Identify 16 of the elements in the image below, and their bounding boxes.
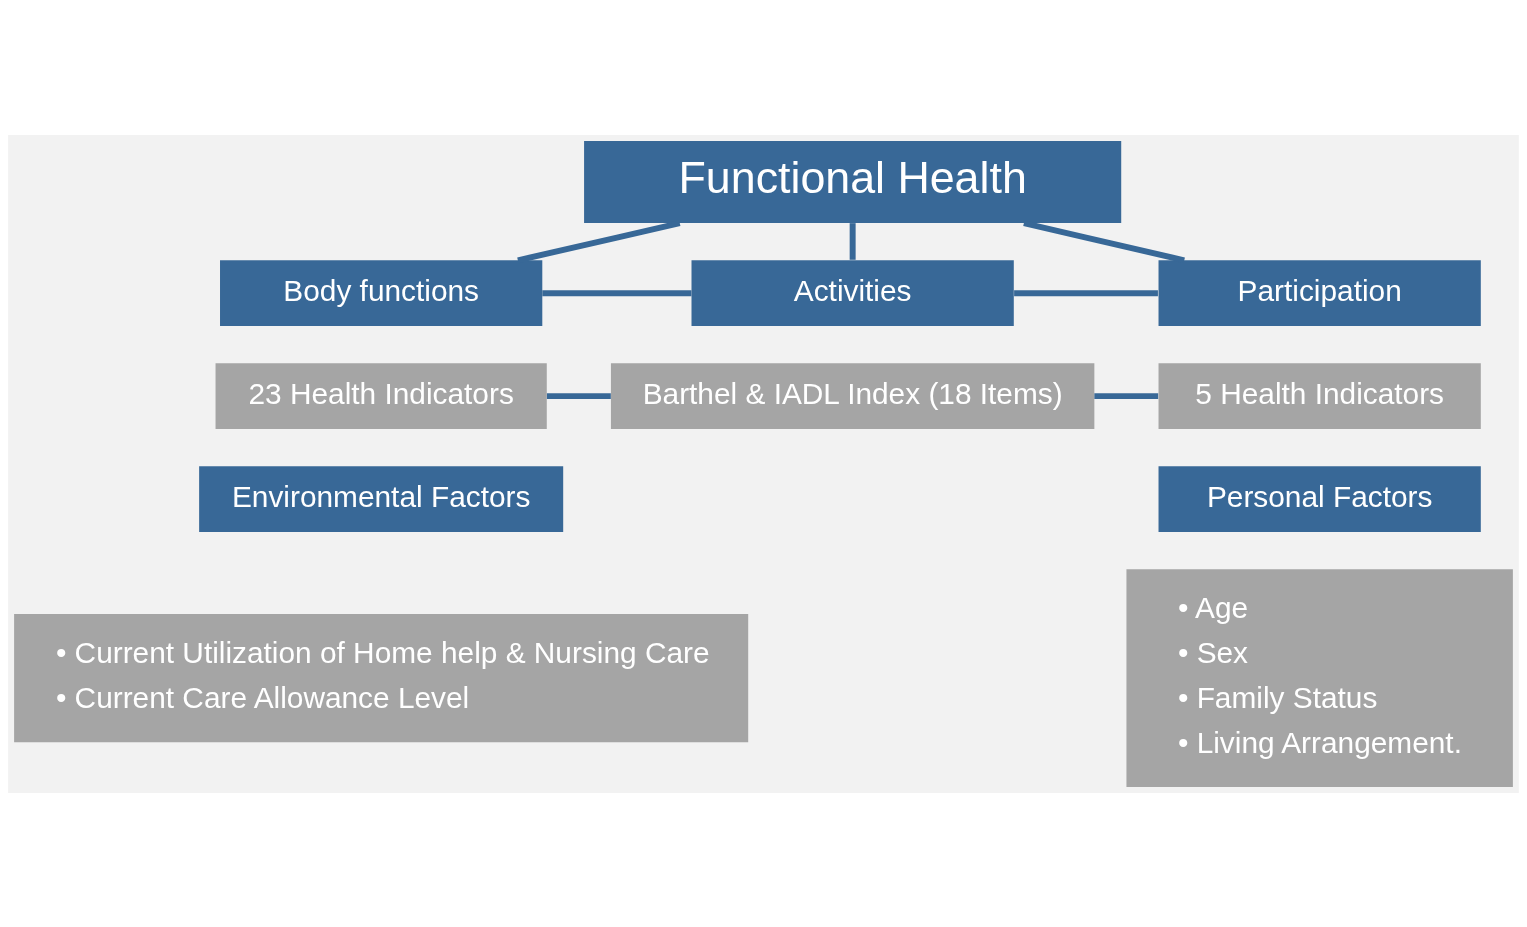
connector (542, 289, 692, 296)
connector (1094, 392, 1159, 399)
node-box: 23 Health Indicators (215, 362, 547, 429)
node-box: Body functions (220, 259, 543, 326)
node-box: Participation (1158, 259, 1481, 326)
node-box: Functional Health (584, 140, 1122, 223)
node-box: • Age • Sex • Family Status • Living Arrangement. (1126, 568, 1513, 787)
node-box: Barthel & IADL Index (18 Items) (610, 362, 1095, 429)
node-box: Personal Factors (1158, 465, 1481, 532)
node-box: 5 Health Indicators (1158, 362, 1481, 429)
node-box: • Current Utilization of Home help & Nursing Care • Current Care Allowance Level (14, 613, 749, 742)
connector (546, 392, 611, 399)
connector (1014, 289, 1158, 296)
connector (849, 222, 856, 260)
node-box: Environmental Factors (199, 465, 564, 532)
node-box: Activities (691, 259, 1014, 326)
